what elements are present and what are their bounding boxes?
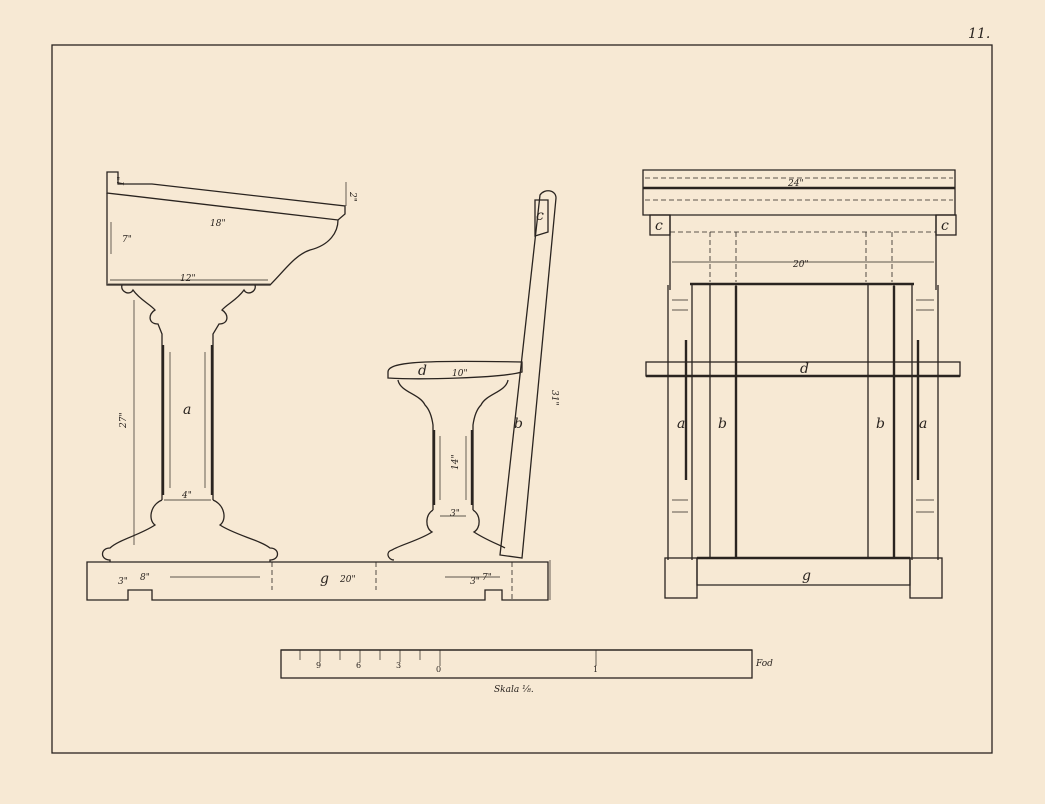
label-g-side: g <box>320 571 329 587</box>
dim-top-edge: 1" <box>117 176 127 186</box>
dim-top-width: 24" <box>787 179 804 189</box>
plate-number: 11. <box>968 26 990 42</box>
dim-base-height: 3" <box>118 577 128 587</box>
label-c-front-right: c <box>941 218 949 234</box>
scale-tick-6: 6 <box>356 661 361 670</box>
scale-unit: Fod <box>755 659 773 669</box>
dim-base-span: 20" <box>339 575 356 585</box>
side-view-base: g 20" 8" 3" 7" 3" <box>86 560 551 601</box>
dim-desk-height: 27" <box>119 412 129 429</box>
label-a-side: a <box>183 402 191 418</box>
dim-slope: 18" <box>210 219 226 229</box>
label-g-front: g <box>802 568 811 584</box>
label-b-front-right: b <box>876 416 885 432</box>
dim-base-right: 7" <box>482 573 492 583</box>
label-a-front-right: a <box>919 416 927 432</box>
front-view: 24" c c 20" a a b b d g <box>642 169 961 599</box>
dim-post-width: 4" <box>181 491 192 501</box>
label-d-side: d <box>418 363 427 379</box>
scale-caption: Skala ⅛. <box>494 685 534 695</box>
label-c-front-left: c <box>655 218 663 234</box>
dim-inner-width: 20" <box>792 260 809 270</box>
scale-tick-9: 9 <box>316 661 321 670</box>
scale-tick-0: 0 <box>436 665 441 674</box>
dim-base-left: 8" <box>140 573 150 583</box>
label-a-front-left: a <box>677 416 685 432</box>
dim-lip: 2" <box>347 191 357 202</box>
dim-back-height: 31" <box>549 390 559 406</box>
label-c-side: c <box>536 208 544 224</box>
dim-seat-height: 14" <box>451 454 461 470</box>
label-b-side: b <box>514 416 523 432</box>
dim-seat-depth: 10" <box>452 369 468 379</box>
dim-bracket-height: 7" <box>122 235 132 245</box>
plate-border <box>51 44 993 754</box>
label-b-front-left: b <box>718 416 727 432</box>
scale-tick-1: 1 <box>593 665 598 674</box>
label-d-front: d <box>800 361 809 377</box>
dim-base-notch: 3" <box>470 577 480 587</box>
dim-shelf: 12" <box>180 274 196 284</box>
scale-bar: 9 6 3 0 1 Fod Skala ⅛. <box>280 649 773 695</box>
side-view-seat: c b 31" d 10" 14" 3" <box>387 190 559 561</box>
dim-seat-post: 3" <box>450 509 460 519</box>
scale-tick-3: 3 <box>396 661 401 670</box>
side-view-desk: a 27" 4" 1" 2" 18" 7" 12" <box>101 171 357 562</box>
